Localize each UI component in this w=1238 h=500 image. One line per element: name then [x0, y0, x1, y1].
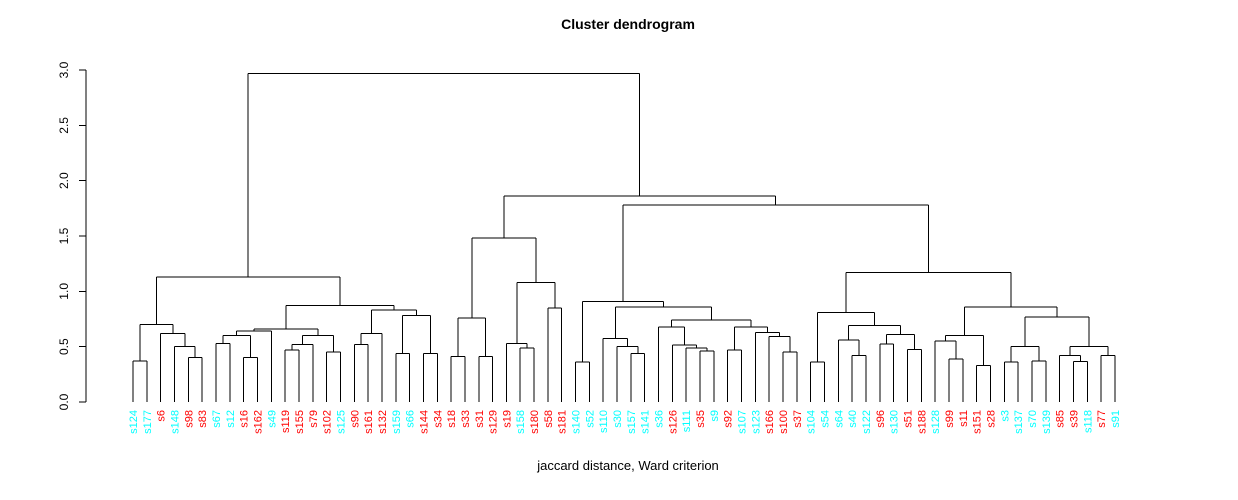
y-axis-tick-label: 1.5 — [57, 227, 71, 244]
leaf-label: s125 — [335, 410, 347, 434]
y-axis-tick-label: 2.5 — [57, 117, 71, 134]
leaf-label: s155 — [294, 410, 306, 434]
leaf-label: s92 — [723, 410, 735, 428]
leaf-label: s139 — [1041, 410, 1053, 434]
leaf-label: s188 — [916, 410, 928, 434]
leaf-label: s3 — [999, 410, 1011, 422]
leaf-label: s54 — [820, 410, 832, 428]
leaf-label: s119 — [280, 410, 292, 433]
leaf-label: s49 — [266, 410, 278, 428]
leaf-label: s128 — [930, 410, 942, 434]
leaf-label: s77 — [1096, 410, 1108, 428]
y-axis-tick-label: 0.0 — [57, 393, 71, 410]
leaf-label: s102 — [322, 410, 334, 434]
leaf-label: s36 — [654, 410, 666, 428]
chart-title: Cluster dendrogram — [561, 16, 695, 32]
leaf-label: s118 — [1082, 410, 1094, 433]
y-axis-tick-label: 3.0 — [57, 61, 71, 78]
leaf-label: s6 — [156, 410, 168, 422]
leaf-label: s123 — [750, 410, 762, 434]
leaf-label: s30 — [612, 410, 624, 428]
leaf-label: s39 — [1068, 410, 1080, 428]
leaf-label: s161 — [363, 410, 375, 434]
leaf-label: s111 — [681, 410, 693, 432]
leaf-label: s107 — [737, 410, 749, 434]
x-axis-caption: jaccard distance, Ward criterion — [537, 458, 719, 473]
leaf-label: s99 — [944, 410, 956, 428]
leaf-label: s144 — [418, 410, 430, 434]
leaf-label: s130 — [889, 410, 901, 434]
leaf-label: s129 — [488, 410, 500, 434]
leaf-label: s110 — [598, 410, 610, 433]
leaf-label: s166 — [764, 410, 776, 434]
leaf-label: s90 — [349, 410, 361, 428]
leaf-label: s34 — [432, 410, 444, 428]
leaf-label: s151 — [972, 410, 984, 434]
leaf-label: s19 — [501, 410, 513, 428]
leaf-label: s137 — [1013, 410, 1025, 434]
leaf-label: s180 — [529, 410, 541, 434]
leaf-label: s35 — [695, 410, 707, 428]
leaf-label: s181 — [557, 410, 569, 434]
leaf-label: s64 — [833, 410, 845, 428]
leaf-label: s96 — [875, 410, 887, 428]
leaf-label: s159 — [391, 410, 403, 434]
leaf-label: s9 — [709, 410, 721, 422]
leaf-label: s16 — [239, 410, 251, 428]
leaf-label: s66 — [405, 410, 417, 428]
leaf-label: s91 — [1110, 410, 1122, 428]
leaf-label: s157 — [626, 410, 638, 434]
leaf-label: s83 — [197, 410, 209, 428]
leaf-label: s141 — [640, 410, 652, 434]
leaf-label: s37 — [792, 410, 804, 428]
leaf-label: s158 — [515, 410, 527, 434]
leaf-label: s162 — [252, 410, 264, 434]
leaf-label: s40 — [847, 410, 859, 428]
y-axis-tick-label: 1.0 — [57, 283, 71, 300]
leaf-label: s122 — [861, 410, 873, 434]
leaf-label: s58 — [543, 410, 555, 428]
leaf-label: s28 — [985, 410, 997, 428]
leaf-label: s67 — [211, 410, 223, 428]
leaf-label: s85 — [1055, 410, 1067, 428]
leaf-label: s52 — [584, 410, 596, 428]
leaf-label: s124 — [128, 410, 140, 434]
leaf-label: s140 — [571, 410, 583, 434]
leaf-label: s18 — [446, 410, 458, 428]
leaf-label: s132 — [377, 410, 389, 434]
leaf-label: s51 — [902, 410, 914, 428]
leaf-label: s126 — [667, 410, 679, 434]
leaf-label: s104 — [806, 410, 818, 434]
y-axis-tick-label: 2.0 — [57, 172, 71, 189]
leaf-label: s33 — [460, 410, 472, 428]
leaf-label: s12 — [225, 410, 237, 428]
leaf-label: s79 — [308, 410, 320, 428]
leaf-label: s148 — [169, 410, 181, 434]
leaf-label: s98 — [183, 410, 195, 428]
leaf-label: s70 — [1027, 410, 1039, 428]
leaf-label: s11 — [958, 410, 970, 427]
leaf-label: s177 — [142, 410, 154, 434]
y-axis-tick-label: 0.5 — [57, 338, 71, 355]
leaf-label: s100 — [778, 410, 790, 434]
leaf-label: s31 — [474, 410, 486, 428]
